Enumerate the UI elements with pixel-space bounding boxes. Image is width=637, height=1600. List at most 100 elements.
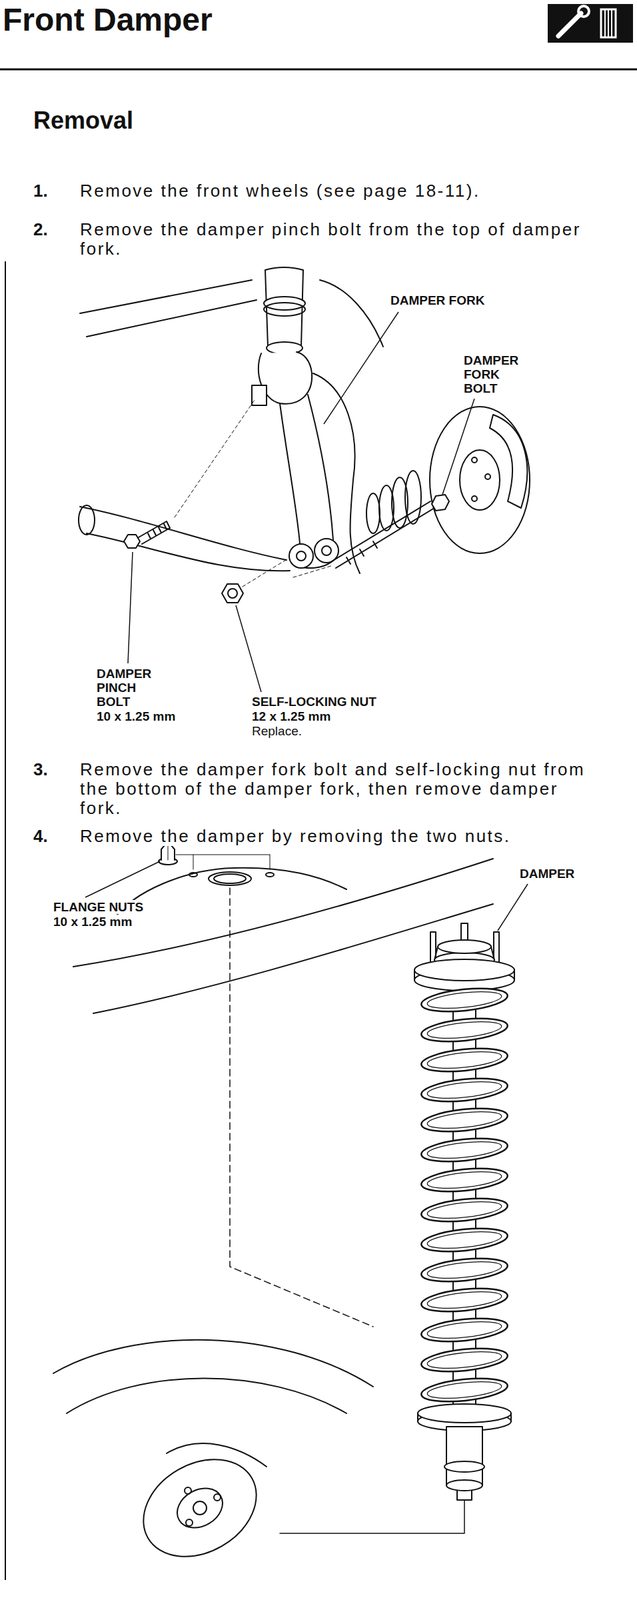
leader-line bbox=[85, 860, 160, 897]
damper-illustration bbox=[420, 1283, 510, 1314]
leader-line bbox=[127, 551, 133, 663]
part-label: DAMPER FORK bbox=[390, 293, 485, 308]
fork-illustration bbox=[489, 414, 528, 508]
damper-illustration bbox=[167, 844, 169, 860]
step-number: 1. bbox=[33, 181, 48, 201]
damper-illustration bbox=[426, 1258, 503, 1281]
section-heading: Removal bbox=[33, 106, 134, 135]
damper-illustration bbox=[420, 1373, 510, 1404]
damper-illustration bbox=[265, 872, 274, 877]
fork-illustration bbox=[471, 495, 478, 502]
leader-line bbox=[497, 883, 528, 931]
fork-illustration bbox=[346, 541, 378, 564]
step-text: Remove the damper fork bolt and self-loc… bbox=[79, 759, 594, 818]
fork-illustration bbox=[296, 551, 306, 561]
damper-illustration bbox=[420, 1313, 510, 1344]
damper-illustration bbox=[208, 871, 252, 885]
margin-bar bbox=[4, 261, 6, 1580]
damper-illustration bbox=[426, 1228, 503, 1251]
step-text: Remove the damper by removing the two nu… bbox=[79, 826, 594, 846]
damper-illustration bbox=[53, 844, 515, 1576]
damper-illustration bbox=[426, 1317, 503, 1341]
damper-illustration bbox=[426, 1138, 503, 1161]
damper-illustration bbox=[461, 922, 468, 941]
damper-illustration bbox=[185, 1518, 193, 1526]
damper-illustration bbox=[66, 1377, 347, 1414]
damper-illustration bbox=[420, 984, 510, 1404]
damper-illustration bbox=[193, 1500, 207, 1514]
part-label: SELF-LOCKING NUT bbox=[251, 694, 377, 709]
fork-illustration bbox=[263, 302, 306, 316]
part-label: DAMPER FORK BOLT bbox=[463, 353, 522, 396]
leader-line bbox=[85, 860, 528, 931]
damper-illustration bbox=[420, 1254, 510, 1284]
damper-illustration bbox=[229, 887, 374, 1326]
damper-illustration bbox=[444, 1460, 485, 1472]
fork-illustration bbox=[78, 267, 530, 603]
damper-illustration bbox=[184, 1486, 192, 1494]
fork-illustration bbox=[471, 457, 478, 463]
note-label: Replace. bbox=[251, 723, 302, 738]
damper-illustration bbox=[420, 1224, 510, 1255]
damper-illustration bbox=[213, 873, 246, 883]
part-label: FLANGE NUTS bbox=[53, 899, 144, 914]
section-icon bbox=[578, 5, 590, 17]
fork-illustration bbox=[227, 588, 238, 598]
step-text: Remove the damper pinch bolt from the to… bbox=[79, 219, 594, 259]
damper-illustration bbox=[446, 1425, 483, 1485]
fork-illustration bbox=[79, 279, 384, 347]
leader-line bbox=[235, 605, 262, 692]
fork-illustration bbox=[293, 565, 334, 578]
damper-illustration bbox=[420, 1014, 510, 1045]
damper-illustration bbox=[125, 1439, 274, 1576]
fork-illustration bbox=[242, 558, 288, 587]
fork-illustration bbox=[251, 385, 267, 406]
damper-illustration bbox=[169, 1479, 230, 1536]
fork-illustration bbox=[123, 534, 140, 548]
damper-illustration bbox=[53, 1339, 374, 1386]
fork-illustration bbox=[289, 543, 314, 568]
fork-illustration bbox=[485, 473, 491, 480]
fork-illustration bbox=[459, 449, 500, 510]
fork-illustration bbox=[366, 493, 380, 534]
step-number: 2. bbox=[33, 219, 48, 240]
dimension-label: 10 x 1.25 mm bbox=[96, 708, 176, 723]
damper-illustration bbox=[279, 1499, 465, 1533]
damper-illustration bbox=[426, 1287, 503, 1311]
damper-illustration bbox=[213, 1493, 221, 1500]
section-icon bbox=[605, 9, 612, 38]
part-label: DAMPER PINCH BOLT bbox=[96, 666, 154, 709]
page-title: Front Damper bbox=[2, 1, 213, 39]
fork-illustration bbox=[429, 406, 530, 554]
leader-line bbox=[127, 311, 475, 692]
damper-illustration bbox=[420, 1044, 510, 1075]
damper-illustration bbox=[426, 988, 503, 1011]
damper-illustration bbox=[426, 1347, 503, 1371]
dimension-label: 10 x 1.25 mm bbox=[53, 914, 132, 929]
damper-illustration bbox=[420, 984, 510, 1015]
step-number: 3. bbox=[33, 759, 48, 779]
fork-illustration bbox=[79, 506, 290, 571]
fork-illustration bbox=[174, 399, 255, 518]
damper-illustration bbox=[166, 1442, 267, 1466]
damper-illustration bbox=[426, 988, 503, 1401]
damper-illustration bbox=[426, 1048, 503, 1071]
damper-illustration bbox=[420, 1104, 510, 1135]
fork-illustration bbox=[331, 501, 435, 568]
damper-illustration bbox=[446, 1479, 483, 1490]
damper-illustration bbox=[437, 939, 492, 953]
fork-illustration bbox=[431, 494, 450, 511]
section-icon bbox=[601, 9, 616, 38]
damper-illustration bbox=[417, 1403, 512, 1422]
damper-illustration bbox=[426, 1018, 503, 1041]
damper-illustration bbox=[426, 1078, 503, 1101]
section-icon bbox=[547, 3, 634, 43]
step-number: 4. bbox=[33, 826, 48, 846]
fork-illustration bbox=[138, 521, 170, 544]
damper-illustration bbox=[426, 1377, 503, 1401]
fork-illustration bbox=[313, 373, 360, 574]
damper-illustration bbox=[426, 1108, 503, 1131]
fork-illustration bbox=[78, 505, 95, 535]
step-text: Remove the front wheels (see page 18-11)… bbox=[79, 181, 594, 201]
